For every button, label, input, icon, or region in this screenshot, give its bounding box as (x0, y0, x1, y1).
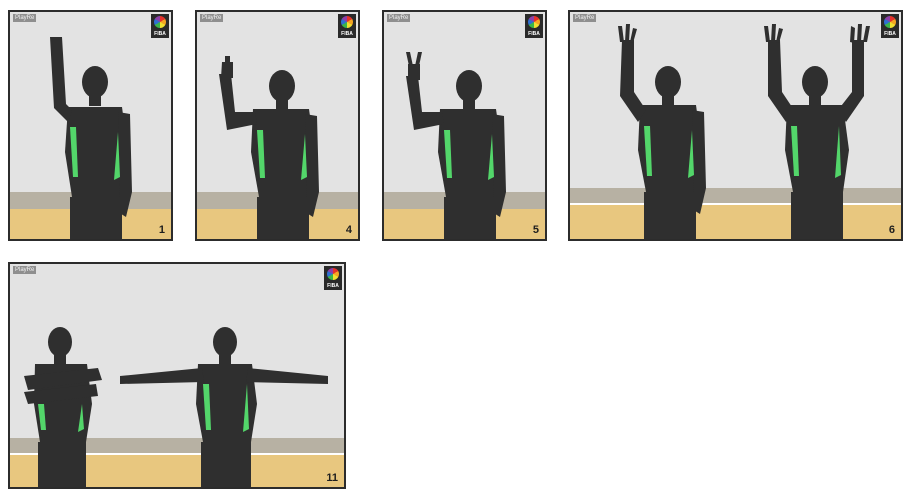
federation-logo-icon: FIBA (151, 14, 169, 38)
referee-signal-illustration (384, 12, 545, 239)
color-wheel-icon (884, 16, 896, 28)
signal-panel-5: PlayRe FIBA 5 (382, 10, 547, 241)
signal-panel-1: PlayRe FIBA 1 (8, 10, 173, 241)
brand-mark: PlayRe (573, 14, 596, 22)
signal-panel-6: PlayRe FIBA 6 (568, 10, 903, 241)
federation-logo-text: FIBA (151, 31, 169, 37)
signal-number: 11 (326, 472, 338, 484)
federation-logo-text: FIBA (324, 283, 342, 289)
federation-logo-icon: FIBA (338, 14, 356, 38)
referee-signal-illustration (10, 264, 344, 487)
federation-logo-icon: FIBA (881, 14, 899, 38)
signal-number: 1 (159, 224, 165, 236)
color-wheel-icon (154, 16, 166, 28)
signal-panel-4: PlayRe FIBA 4 (195, 10, 360, 241)
signal-panel-11: PlayRe FIBA 11 (8, 262, 346, 489)
color-wheel-icon (327, 268, 339, 280)
referee-signal-illustration (197, 12, 358, 239)
federation-logo-icon: FIBA (324, 266, 342, 290)
brand-mark: PlayRe (387, 14, 410, 22)
signal-number: 4 (346, 224, 352, 236)
brand-mark: PlayRe (200, 14, 223, 22)
signal-number: 6 (889, 224, 895, 236)
federation-logo-text: FIBA (881, 31, 899, 37)
color-wheel-icon (528, 16, 540, 28)
referee-signal-illustration (570, 12, 901, 239)
referee-signal-illustration (10, 12, 171, 239)
federation-logo-text: FIBA (338, 31, 356, 37)
brand-mark: PlayRe (13, 14, 36, 22)
brand-mark: PlayRe (13, 266, 36, 274)
federation-logo-icon: FIBA (525, 14, 543, 38)
color-wheel-icon (341, 16, 353, 28)
signal-number: 5 (533, 224, 539, 236)
federation-logo-text: FIBA (525, 31, 543, 37)
